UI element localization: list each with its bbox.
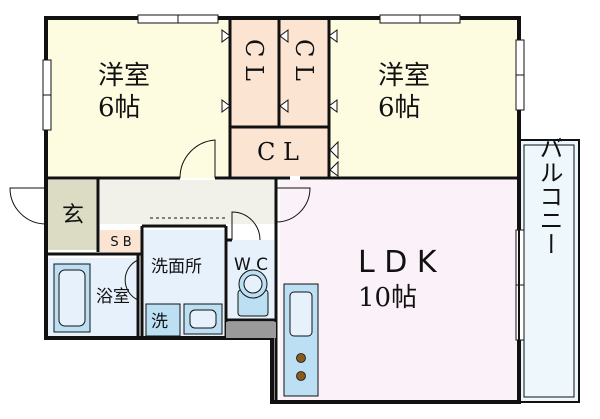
western-room-left-size: 6帖 (98, 93, 141, 123)
western-room-right-size: 6帖 (378, 93, 421, 123)
walls (44, 16, 521, 404)
western-room-right-name: 洋室 (378, 61, 430, 91)
closet-1-floor (230, 20, 278, 126)
shoe-box-label: S B (110, 235, 131, 250)
kitchen-counter (283, 283, 319, 397)
washer-label: 洗 (151, 312, 168, 332)
hall-floor (100, 180, 276, 224)
door-bath (124, 259, 139, 301)
balcony-inner (523, 144, 575, 398)
shoe-box-floor (100, 230, 142, 252)
western-room-left-floor (48, 20, 230, 178)
ldk-floor (280, 180, 517, 402)
door-entrance (9, 187, 47, 225)
closet-3-floor (230, 128, 328, 176)
door-ldk (275, 187, 311, 223)
washbasin (183, 303, 223, 335)
bathtub (53, 263, 91, 333)
doors (9, 139, 311, 301)
door-left-room (179, 139, 216, 179)
balcony-floor (519, 140, 579, 402)
closet-3-label: C L (257, 138, 299, 166)
closet-door-marks (221, 29, 339, 177)
bath-label: 浴室 (96, 287, 130, 307)
wall-block (226, 322, 276, 338)
balcony-label: バルコニー (535, 136, 563, 256)
washroom-label: 洗面所 (151, 257, 202, 277)
toilet-label: W C (234, 255, 268, 275)
washing-machine-space (145, 303, 181, 337)
entrance-floor (48, 180, 98, 250)
western-room-right-floor (330, 20, 517, 178)
interior-walls (46, 20, 519, 402)
ldk-name: L D K (358, 245, 438, 280)
entrance-label: 玄 (62, 203, 84, 228)
closet-2-label: C L (290, 39, 318, 81)
door-toilet (231, 211, 261, 241)
balcony-outline (518, 139, 580, 403)
toilet-bowl (237, 269, 269, 317)
closet-1-label: C L (240, 39, 268, 81)
western-room-left-name: 洋室 (98, 61, 150, 91)
ldk-size: 10帖 (358, 283, 417, 313)
